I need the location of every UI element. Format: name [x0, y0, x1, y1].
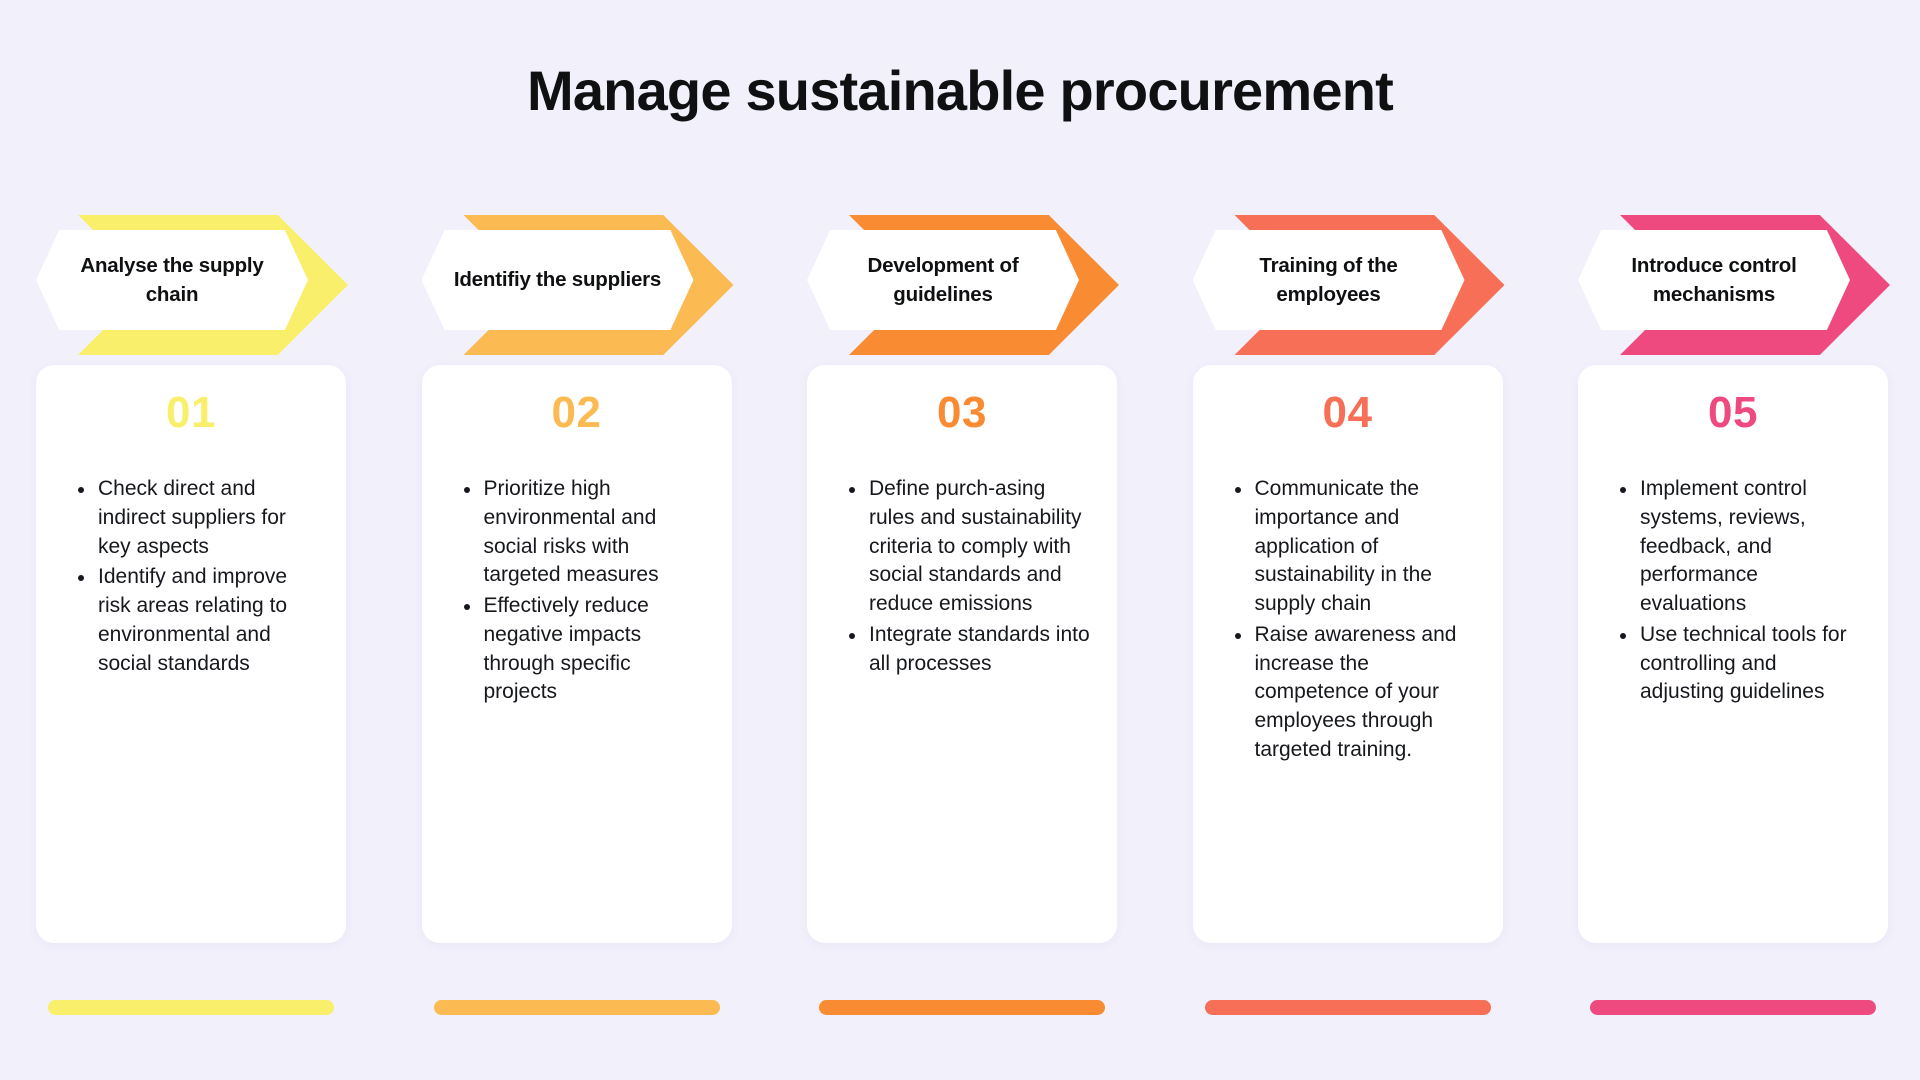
step-banner-5: Introduce control mechanisms: [1578, 205, 1890, 355]
accent-bar-slot-3: [807, 1000, 1117, 1015]
step-banner-2: Identifiy the suppliers: [421, 205, 734, 355]
step-column-5: Introduce control mechanisms 05 Implemen…: [1578, 205, 1890, 943]
step-banner-4: Training of the employees: [1192, 205, 1505, 355]
step-banner-1: Analyse the supply chain: [36, 205, 348, 355]
step-number-2: 02: [551, 388, 602, 437]
step-card-1: 01 Check direct and indirect suppliers f…: [36, 365, 346, 943]
step-banner-hexagon-3: Development of guidelines: [807, 230, 1079, 330]
accent-bar-slot-5: [1578, 1000, 1888, 1015]
list-item: Integrate standards into all processes: [847, 621, 1093, 679]
list-item: Prioritize high environmental and social…: [462, 475, 708, 590]
step-column-3: Development of guidelines 03 Define purc…: [807, 205, 1119, 943]
accent-bar-slot-2: [422, 1000, 732, 1015]
step-column-1: Analyse the supply chain 01 Check direct…: [36, 205, 348, 943]
step-banner-label-3: Development of guidelines: [867, 253, 1019, 306]
accent-bar-slot-1: [36, 1000, 346, 1015]
step-bullets-4: Communicate the importance and applicati…: [1211, 475, 1485, 767]
step-banner-label-1: Analyse the supply chain: [80, 253, 264, 306]
step-banner-label-2: Identifiy the suppliers: [453, 268, 662, 292]
step-column-2: Identifiy the suppliers 02 Prioritize hi…: [421, 205, 734, 943]
list-item: Identify and improve risk areas relating…: [76, 563, 322, 678]
step-card-3: 03 Define purch-asing rules and sustaina…: [807, 365, 1117, 943]
step-banner-3: Development of guidelines: [807, 205, 1119, 355]
list-item: Define purch-asing rules and sustainabil…: [847, 475, 1093, 619]
step-number-1: 01: [166, 388, 216, 437]
step-column-4: Training of the employees 04 Communicate…: [1192, 205, 1505, 943]
accent-bar-3: [819, 1000, 1105, 1015]
step-banner-hexagon-1: Analyse the supply chain: [36, 230, 308, 330]
step-bullets-3: Define purch-asing rules and sustainabil…: [825, 475, 1099, 680]
list-item: Implement control systems, reviews, feed…: [1618, 475, 1864, 619]
accent-bar-slot-4: [1193, 1000, 1503, 1015]
accent-bar-4: [1204, 1000, 1491, 1015]
steps-row: Analyse the supply chain 01 Check direct…: [36, 205, 1890, 943]
list-item: Raise awareness and increase the compete…: [1233, 621, 1479, 765]
accent-bar-2: [433, 1000, 720, 1015]
step-number-4: 04: [1322, 388, 1373, 437]
step-bullets-1: Check direct and indirect suppliers for …: [54, 475, 328, 680]
list-item: Communicate the importance and applicati…: [1233, 475, 1479, 619]
list-item: Use technical tools for controlling and …: [1618, 621, 1864, 707]
step-bullets-5: Implement control systems, reviews, feed…: [1596, 475, 1870, 709]
step-banner-label-4: Training of the employees: [1259, 253, 1398, 306]
accent-bar-5: [1590, 1000, 1876, 1015]
list-item: Effectively reduce negative impacts thro…: [462, 592, 708, 707]
step-number-3: 03: [937, 388, 987, 437]
step-card-4: 04 Communicate the importance and applic…: [1192, 365, 1503, 943]
accent-bar-1: [48, 1000, 334, 1015]
step-banner-hexagon-5: Introduce control mechanisms: [1578, 230, 1850, 330]
step-banner-hexagon-4: Training of the employees: [1192, 230, 1465, 330]
step-card-2: 02 Prioritize high environmental and soc…: [421, 365, 732, 943]
step-bullets-2: Prioritize high environmental and social…: [440, 475, 714, 709]
list-item: Check direct and indirect suppliers for …: [76, 475, 322, 561]
step-banner-hexagon-2: Identifiy the suppliers: [421, 230, 694, 330]
step-banner-label-5: Introduce control mechanisms: [1631, 253, 1797, 306]
step-number-5: 05: [1708, 388, 1758, 437]
step-accent-bars: [36, 1000, 1888, 1015]
page-title: Manage sustainable procurement: [526, 59, 1394, 122]
step-card-5: 05 Implement control systems, reviews, f…: [1578, 365, 1888, 943]
